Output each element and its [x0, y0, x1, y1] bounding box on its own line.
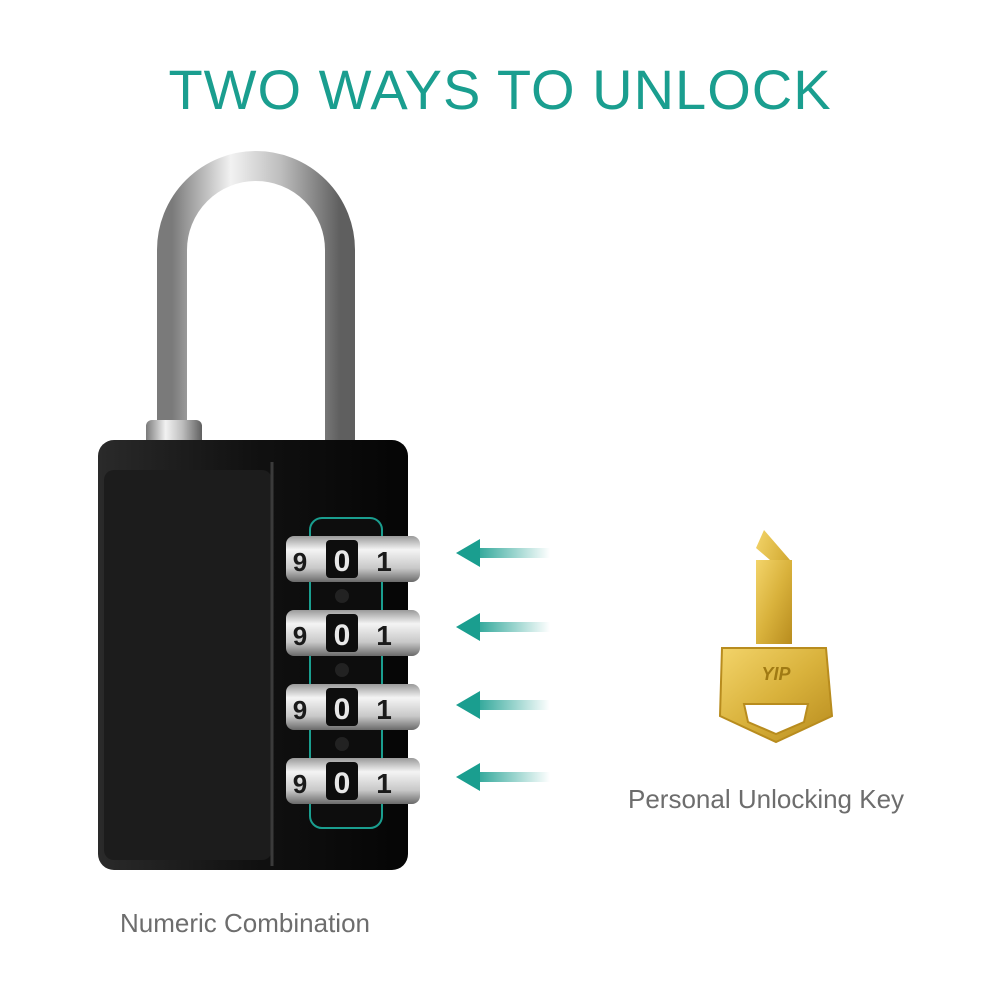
- dial-4[interactable]: 0 1 9: [286, 758, 420, 804]
- dial-1-digit: 0: [334, 545, 351, 578]
- dial-3-digit: 0: [334, 693, 351, 726]
- dial-2[interactable]: 0 1 9: [286, 610, 420, 656]
- combination-caption: Numeric Combination: [120, 908, 370, 938]
- svg-text:1: 1: [376, 694, 392, 725]
- key-icon: YIP: [718, 530, 834, 744]
- dial-4-digit: 0: [334, 767, 351, 800]
- svg-text:9: 9: [293, 547, 307, 577]
- key-engraving: YIP: [761, 664, 791, 684]
- arrow-left-icon: [456, 539, 550, 567]
- svg-text:9: 9: [293, 621, 307, 651]
- svg-text:1: 1: [376, 546, 392, 577]
- arrow-left-icon: [456, 763, 550, 791]
- svg-text:9: 9: [293, 769, 307, 799]
- arrow-left-icon: [456, 691, 550, 719]
- dial-3[interactable]: 0 1 9: [286, 684, 420, 730]
- svg-text:1: 1: [376, 620, 392, 651]
- padlock-icon: 0 1 9 0 1 9 0 1 9 0 1 9: [98, 151, 420, 870]
- dial-2-digit: 0: [334, 619, 351, 652]
- dial-1[interactable]: 0 1 9: [286, 536, 420, 582]
- headline: TWO WAYS TO UNLOCK: [168, 58, 832, 121]
- shackle: [157, 151, 355, 450]
- key-caption: Personal Unlocking Key: [628, 784, 905, 814]
- arrow-left-icon: [456, 613, 550, 641]
- svg-text:9: 9: [293, 695, 307, 725]
- lock-face-left: [104, 470, 272, 860]
- svg-text:1: 1: [376, 768, 392, 799]
